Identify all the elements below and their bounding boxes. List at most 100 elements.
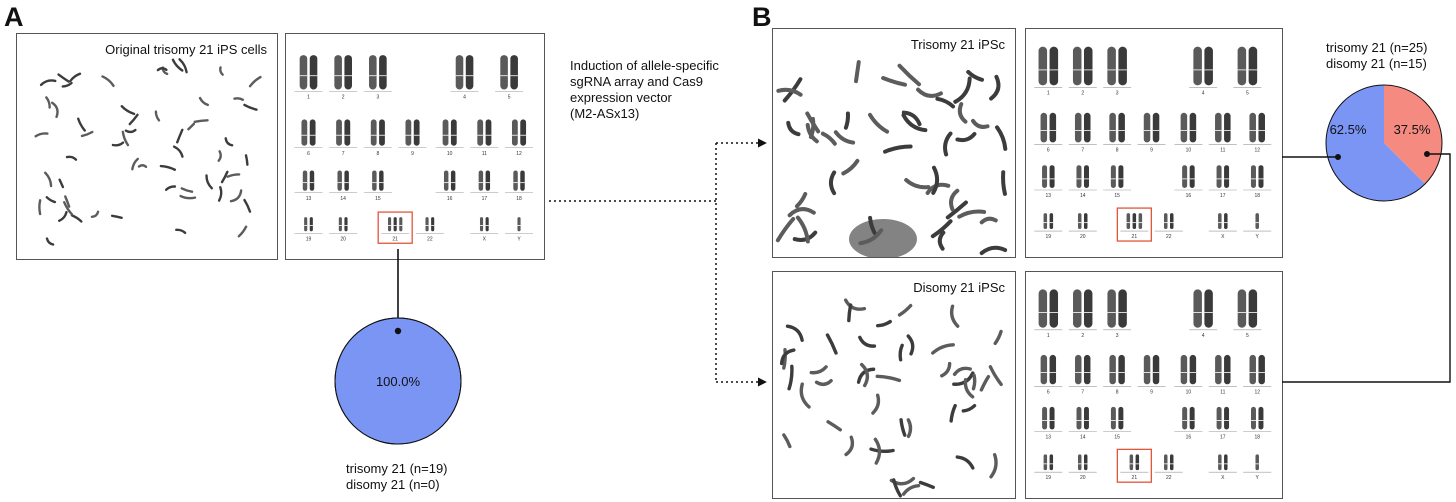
disomy-spread-chromosomes-chromosome-27 (979, 374, 991, 392)
disomy-karyotype-chromosomes-chr-15-2 (1118, 406, 1124, 430)
disomy-karyotype-chromosomes-label-5: 5 (1246, 333, 1249, 339)
karyotype-chromosomes-chr-X-2 (485, 217, 489, 232)
trisomy-karyotype-chromosomes-chr-6-1 (1040, 112, 1048, 143)
trisomy-spread-chromosomes-chromosome-20 (949, 188, 960, 212)
disomy-karyotype-chromosomes-chr-2-2 (1083, 289, 1093, 328)
disomy-karyotype-chromosomes-chr-8-2 (1118, 354, 1125, 385)
karyotype-chromosomes-chr-17-1 (478, 170, 484, 191)
karyotype-chromosomes-label-3: 3 (376, 95, 379, 101)
karyotype-chromosomes-label-21: 21 (392, 236, 398, 242)
karyotype-chromosomes-chr-18-2 (520, 170, 525, 191)
edited-pie-chart (1325, 84, 1443, 202)
trisomy-karyotype-chromosomes-chr-22-2 (1169, 213, 1174, 230)
metaphase-chromosomes-chromosome-15 (248, 75, 262, 88)
trisomy-spread-chromosomes-chromosome-7 (930, 219, 953, 239)
karyotype-chromosomes-chr-4-2 (465, 55, 474, 90)
metaphase-chromosomes-chromosome-21 (34, 132, 49, 138)
trisomy-spread-chromosomes-chromosome-5 (937, 230, 946, 251)
trisomy-spread-chromosomes-chromosome-23 (854, 60, 861, 84)
disomy-karyotype-chromosomes-pair-14: 14 (1068, 406, 1097, 441)
trisomy-karyotype-chromosomes-chr-X-1 (1218, 213, 1222, 230)
disomy-karyotype-chromosomes-chr-4-1 (1193, 289, 1202, 328)
karyotype-chromosomes-label-4: 4 (463, 95, 466, 101)
disomy-spread-chromosomes-chromosome-2 (871, 393, 881, 415)
metaphase-chromosomes-chromosome-47 (63, 200, 74, 216)
disomy-spread-title: Disomy 21 iPSc (913, 280, 1005, 295)
trisomy-karyotype-chromosomes-chr-9-1 (1143, 112, 1151, 143)
karyotype-chromosomes-label-X: X (483, 236, 487, 242)
disomy-karyotype-chromosomes-pair-16: 16 (1174, 406, 1203, 441)
karyotype-chromosomes-label-5: 5 (508, 95, 511, 101)
trisomy-spread-chromosomes-chromosome-38 (971, 118, 990, 129)
trisomy-spread-chromosomes-chromosome-25 (1001, 170, 1007, 196)
karyotype-chromosomes-chr-4-1 (455, 55, 464, 90)
trisomy-karyotype-chromosomes-chr-12-2 (1258, 112, 1265, 143)
original-pie-chart (334, 317, 462, 445)
disomy-karyotype-chromosomes-chr-20-2 (1083, 454, 1088, 471)
trisomy-spread-chromosomes-chromosome-16 (828, 170, 837, 196)
disomy-pie-dot (1424, 151, 1430, 157)
trisomy-karyotype-chromosomes-chr-Y-1 (1255, 213, 1259, 230)
disomy-karyotype-chromosomes-pair-Y: Y (1243, 454, 1272, 481)
disomy-karyotype-chromosomes-chr-17-1 (1216, 406, 1222, 430)
metaphase-chromosomes-chromosome-41 (226, 173, 241, 178)
disomy-karyotype-chromosomes-chr-22-2 (1169, 454, 1174, 471)
trisomy-karyotype-chromosomes-pair-3: 3 (1103, 46, 1132, 96)
disomy-karyotype-chromosomes-label-3: 3 (1116, 333, 1119, 339)
metaphase-chromosomes-chromosome-12 (110, 214, 123, 220)
karyotype-chromosomes-pair-6: 6 (294, 119, 323, 157)
karyotype-chromosomes-chr-22-2 (431, 217, 435, 232)
karyotype-chromosomes-pair-17: 17 (470, 170, 499, 202)
karyotype-chromosomes-chr-19-1 (304, 217, 308, 232)
trisomy-spread-chromosomes (775, 60, 1008, 257)
karyotype-chromosomes-pair-7: 7 (329, 119, 358, 157)
trisomy-karyotype-chromosomes-pair-8: 8 (1103, 112, 1132, 153)
disomy-spread-chromosomes-chromosome-21 (989, 453, 998, 479)
disomy-metaphase-spread: Disomy 21 iPSc (772, 271, 1016, 499)
metaphase-chromosomes-chromosome-24 (121, 130, 130, 147)
trisomy-karyotype-chromosomes-chr-4-1 (1193, 46, 1202, 86)
disomy-spread-chromosomes-chromosome-25 (988, 365, 1003, 387)
karyotype-chromosomes-label-1: 1 (307, 95, 310, 101)
trisomy-karyotype-chromosomes-label-14: 14 (1080, 193, 1086, 199)
edited-counts: trisomy 21 (n=25) disomy 21 (n=15) (1326, 40, 1428, 72)
edited-disomy-count: disomy 21 (n=15) (1326, 56, 1427, 71)
karyotype-chromosomes-label-14: 14 (340, 196, 346, 202)
disomy-spread-chromosomes-chromosome-8 (799, 382, 811, 409)
trisomy-spread-chromosomes-chromosome-45 (931, 165, 940, 195)
disomy-karyotype-chromosomes-pair-19: 19 (1034, 454, 1063, 481)
trisomy-karyotype-chromosomes-label-12: 12 (1254, 147, 1260, 153)
trisomy-spread-chromosomes-chromosome-9 (945, 200, 968, 220)
karyotype-chromosomes-chr-16-2 (450, 170, 456, 191)
trisomy-karyotype-chromosomes-label-6: 6 (1047, 147, 1050, 153)
disomy-karyotype-chromosomes-label-22: 22 (1166, 475, 1172, 481)
disomy-spread-chromosomes-chromosome-17 (782, 348, 787, 370)
panel-label-b: B (752, 2, 772, 32)
metaphase-chromosomes-chromosome-22 (65, 155, 78, 161)
original-metaphase-spread: Original trisomy 21 iPS cells (16, 33, 278, 260)
karyotype-chromosomes-label-11: 11 (482, 151, 487, 157)
trisomy-spread-chromosomes-chromosome-12 (995, 125, 1008, 151)
trisomy-karyotype-chromosomes-chr-1-2 (1049, 46, 1059, 86)
trisomy-karyotype-chromosomes-pair-12: 12 (1243, 112, 1272, 153)
disomy-karyotype-chromosomes-chr-14-1 (1076, 406, 1082, 430)
trisomy-karyotype-chromosomes-pair-5: 5 (1233, 46, 1262, 96)
karyotype-chromosomes-pair-8: 8 (363, 119, 392, 157)
karyotype-chromosomes-chr-12-1 (511, 119, 518, 146)
metaphase-chromosomes-chromosome-51 (58, 210, 68, 222)
trisomy-karyotype-chromosomes-chr-5-2 (1248, 46, 1258, 86)
trisomy-spread-chromosomes-chromosome-43 (833, 130, 856, 145)
metaphase-chromosomes-chromosome-36 (58, 178, 65, 189)
metaphase-chromosomes-chromosome-23 (69, 72, 82, 83)
disomy-spread-chromosomes-chromosome-40 (779, 348, 796, 366)
disomy-karyotype-chromosomes-pair-10: 10 (1174, 354, 1203, 395)
disomy-karyotype-chromosomes-chr-X-1 (1218, 454, 1222, 471)
disomy-karyotype-chromosomes-chr-4-2 (1204, 289, 1213, 328)
edited-pie-chart-outline (1325, 84, 1443, 202)
metaphase-chromosomes (34, 58, 262, 246)
metaphase-chromosomes-chromosome-44 (45, 196, 57, 204)
disomy-karyotype-chromosomes-chr-14-2 (1083, 406, 1089, 430)
karyotype-chromosomes-chr-6-2 (309, 119, 316, 146)
trisomy-spread-chromosomes-chromosome-39 (776, 87, 803, 97)
disomy-spread-chromosomes-chromosome-26 (809, 365, 828, 375)
